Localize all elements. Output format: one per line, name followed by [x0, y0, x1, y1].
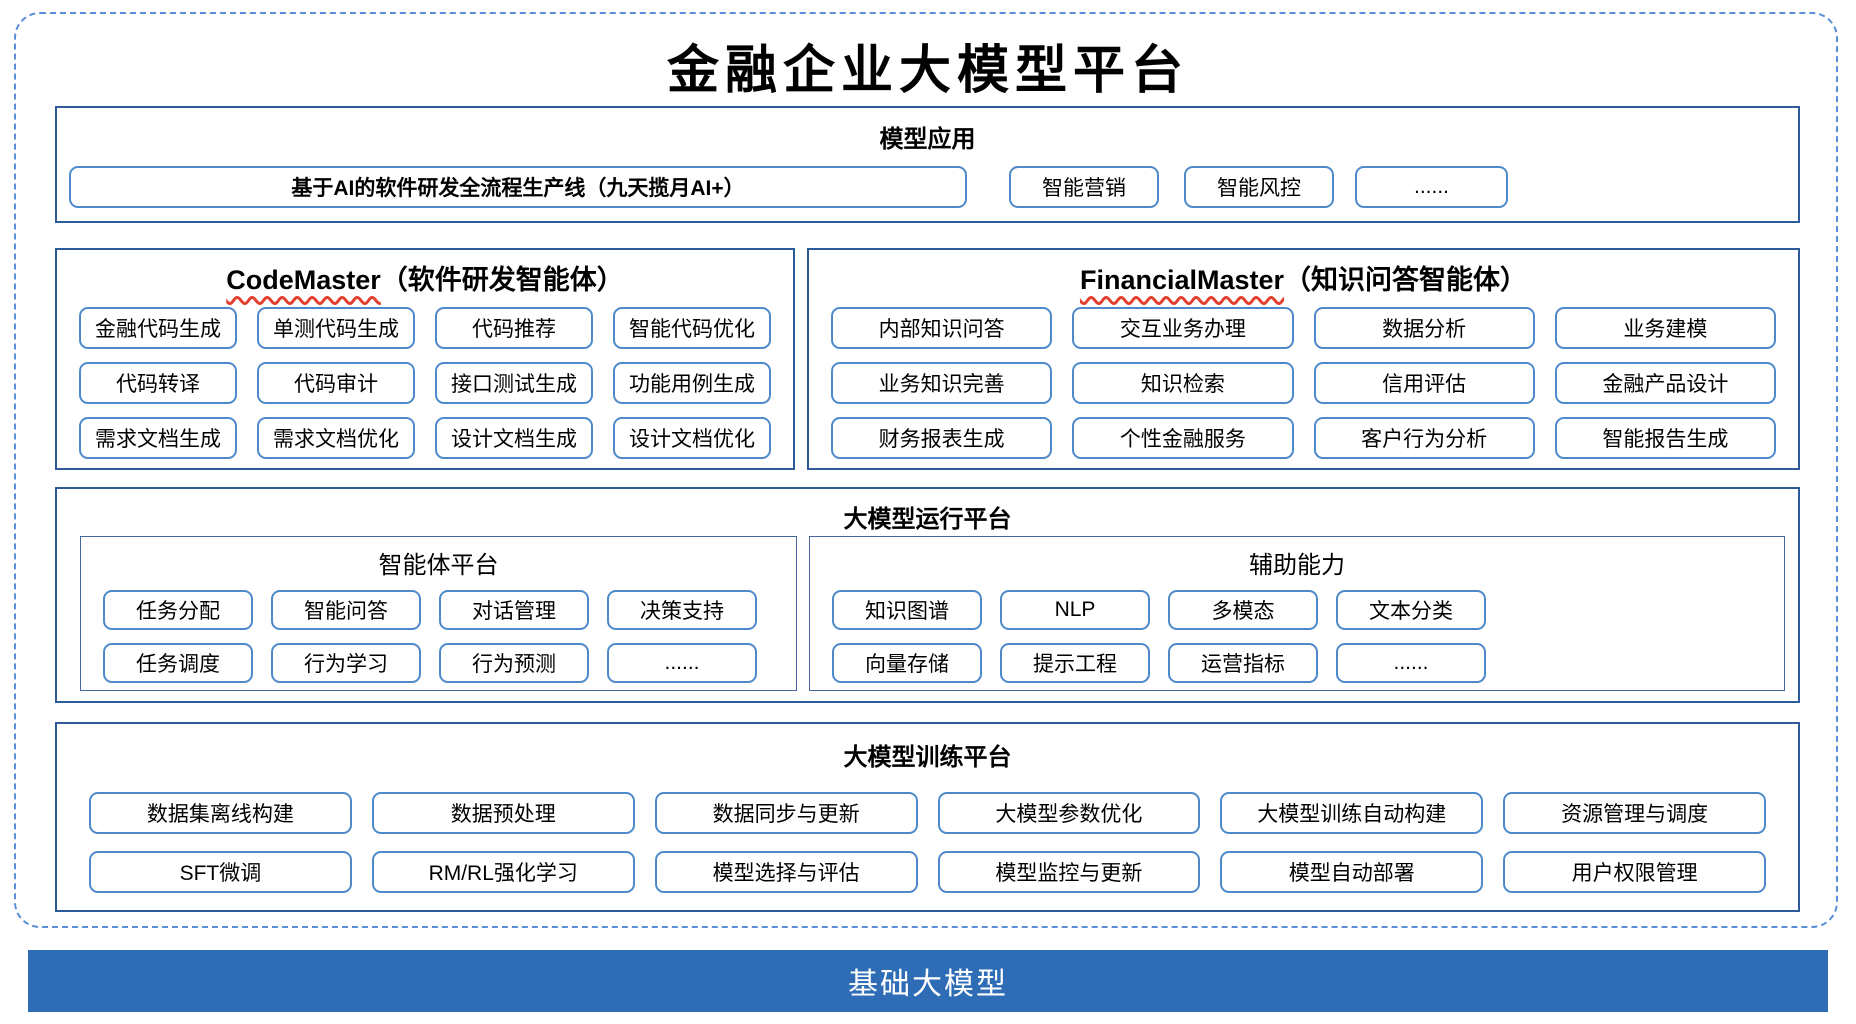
capability-item: 模型自动部署: [1220, 851, 1484, 893]
foundation-model-label: 基础大模型: [848, 968, 1008, 1001]
training-platform-grid: 数据集离线构建 数据预处理 数据同步与更新 大模型参数优化 大模型训练自动构建 …: [89, 792, 1766, 893]
capability-item: 资源管理与调度: [1503, 792, 1766, 834]
capability-item: 对话管理: [439, 590, 589, 630]
capability-item: 知识图谱: [832, 590, 982, 630]
capability-item: 模型选择与评估: [654, 851, 918, 893]
capability-item: 业务建模: [1554, 307, 1776, 349]
agent-platform-title: 智能体平台: [378, 552, 499, 579]
capability-item: 向量存储: [832, 643, 982, 683]
capability-item-ellipsis: ......: [607, 643, 757, 683]
capability-item: 运营指标: [1168, 643, 1318, 683]
capability-item: 数据分析: [1313, 307, 1535, 349]
runtime-platform-title: 大模型运行平台: [843, 506, 1012, 533]
capability-item: 单测代码生成: [257, 307, 415, 349]
section-model-applications: 模型应用 基于AI的软件研发全流程生产线（九天揽月AI+） 智能营销 智能风控 …: [55, 106, 1800, 223]
capability-item: 行为学习: [271, 643, 421, 683]
item-ai-software-pipeline: 基于AI的软件研发全流程生产线（九天揽月AI+）: [69, 166, 967, 208]
subsection-agent-platform: 智能体平台 任务分配 智能问答 对话管理 决策支持 任务调度 行为学习 行为预测…: [80, 536, 797, 691]
capability-item: 用户权限管理: [1503, 851, 1766, 893]
auxiliary-capabilities-title: 辅助能力: [1249, 552, 1345, 579]
capability-item: 知识检索: [1072, 362, 1294, 404]
capability-item: 金融代码生成: [79, 307, 237, 349]
capability-item: 业务知识完善: [831, 362, 1053, 404]
section-codemaster-agent: CodeMaster（软件研发智能体） 金融代码生成 单测代码生成 代码推荐 智…: [55, 248, 795, 470]
section-runtime-platform: 大模型运行平台 智能体平台 任务分配 智能问答 对话管理 决策支持 任务调度 行…: [55, 487, 1800, 703]
codemaster-title-en: CodeMaster: [226, 265, 381, 295]
training-platform-title: 大模型训练平台: [843, 744, 1012, 771]
section-financialmaster-agent: FinancialMaster（知识问答智能体） 内部知识问答 交互业务办理 数…: [807, 248, 1800, 470]
capability-item: 设计文档优化: [613, 417, 771, 459]
capability-item: 代码推荐: [435, 307, 593, 349]
codemaster-title: CodeMaster（软件研发智能体）: [57, 250, 793, 297]
capability-item: 代码审计: [257, 362, 415, 404]
model-applications-row: 基于AI的软件研发全流程生产线（九天揽月AI+） 智能营销 智能风控 .....…: [69, 166, 1798, 208]
financialmaster-title-zh: （知识问答智能体）: [1284, 265, 1528, 295]
capability-item: 数据同步与更新: [654, 792, 918, 834]
financialmaster-title-en: FinancialMaster: [1079, 265, 1285, 295]
capability-item: 信用评估: [1313, 362, 1535, 404]
capability-item: 智能风控: [1184, 166, 1334, 208]
page-title: 金融企业大模型平台: [666, 40, 1189, 101]
foundation-model-bar: 基础大模型: [28, 950, 1828, 1012]
capability-item: RM/RL强化学习: [371, 851, 635, 893]
capability-item: NLP: [1000, 590, 1150, 630]
financialmaster-grid: 内部知识问答 交互业务办理 数据分析 业务建模 业务知识完善 知识检索 信用评估…: [831, 307, 1776, 459]
section-model-applications-title: 模型应用: [879, 126, 976, 153]
capability-item: 数据预处理: [371, 792, 635, 834]
capability-item: 提示工程: [1000, 643, 1150, 683]
capability-item: SFT微调: [89, 851, 352, 893]
capability-item: 数据集离线构建: [89, 792, 352, 834]
capability-item: 客户行为分析: [1313, 417, 1535, 459]
capability-item: 需求文档优化: [257, 417, 415, 459]
capability-item: 接口测试生成: [435, 362, 593, 404]
capability-item: 多模态: [1168, 590, 1318, 630]
capability-item: 个性金融服务: [1072, 417, 1294, 459]
capability-item: 决策支持: [607, 590, 757, 630]
codemaster-grid: 金融代码生成 单测代码生成 代码推荐 智能代码优化 代码转译 代码审计 接口测试…: [79, 307, 771, 459]
agent-platform-grid: 任务分配 智能问答 对话管理 决策支持 任务调度 行为学习 行为预测 .....…: [103, 590, 796, 683]
subsection-auxiliary-capabilities: 辅助能力 知识图谱 NLP 多模态 文本分类 向量存储 提示工程 运营指标 ..…: [809, 536, 1785, 691]
auxiliary-capabilities-grid: 知识图谱 NLP 多模态 文本分类 向量存储 提示工程 运营指标 ......: [832, 590, 1784, 683]
financialmaster-title: FinancialMaster（知识问答智能体）: [809, 250, 1798, 297]
capability-item: 智能代码优化: [613, 307, 771, 349]
capability-item: 需求文档生成: [79, 417, 237, 459]
capability-item: 代码转译: [79, 362, 237, 404]
capability-item: 大模型参数优化: [937, 792, 1201, 834]
capability-item: 财务报表生成: [831, 417, 1053, 459]
outer-dashed-frame: [14, 12, 1838, 928]
capability-item: 智能营销: [1009, 166, 1159, 208]
section-training-platform: 大模型训练平台 数据集离线构建 数据预处理 数据同步与更新 大模型参数优化 大模…: [55, 722, 1800, 912]
capability-item: 行为预测: [439, 643, 589, 683]
capability-item: 功能用例生成: [613, 362, 771, 404]
capability-item: 交互业务办理: [1072, 307, 1294, 349]
capability-item: 智能问答: [271, 590, 421, 630]
capability-item: 文本分类: [1336, 590, 1486, 630]
capability-item: 任务分配: [103, 590, 253, 630]
capability-item: 智能报告生成: [1554, 417, 1776, 459]
capability-item: 内部知识问答: [831, 307, 1053, 349]
capability-item: 模型监控与更新: [937, 851, 1201, 893]
capability-item-ellipsis: ......: [1336, 643, 1486, 683]
capability-item: 设计文档生成: [435, 417, 593, 459]
capability-item-ellipsis: ......: [1355, 166, 1508, 208]
codemaster-title-zh: （软件研发智能体）: [380, 265, 624, 295]
capability-item: 金融产品设计: [1554, 362, 1776, 404]
capability-item: 任务调度: [103, 643, 253, 683]
capability-item: 大模型训练自动构建: [1220, 792, 1484, 834]
